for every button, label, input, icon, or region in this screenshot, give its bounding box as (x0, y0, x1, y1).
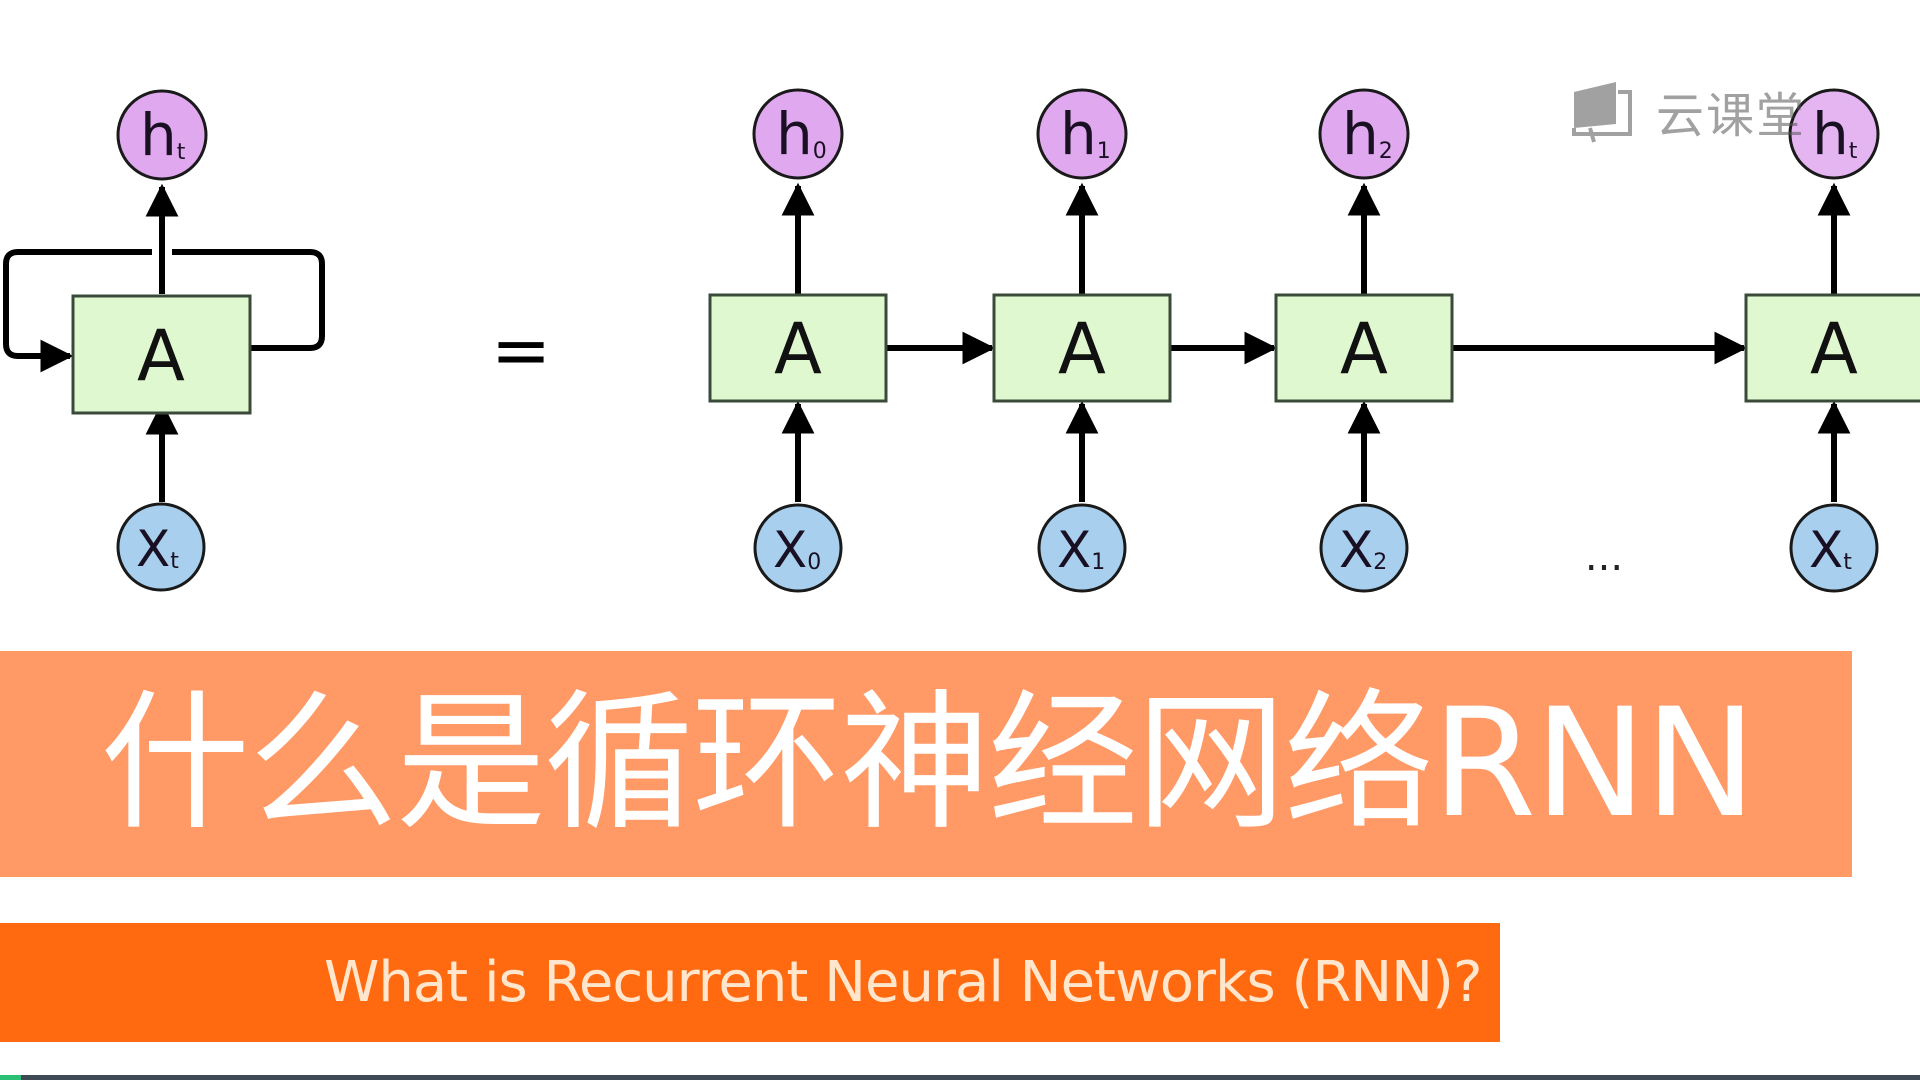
input-label: X0 (773, 521, 821, 579)
rnn-diagram: A ht Xt = Ah0X0Ah1X1Ah2X2AhtXt ... (3, 88, 1920, 593)
rnn-cell (708, 293, 888, 403)
output-label: ht (1812, 100, 1858, 168)
output-node: ht (116, 89, 208, 181)
input-label: X2 (1339, 521, 1387, 579)
output-node (1788, 88, 1880, 180)
rnn-cell (1274, 293, 1454, 403)
subtitle-text: What is Recurrent Neural Networks (RNN)? (324, 950, 1483, 1015)
recurrent-loop (3, 249, 325, 356)
input-node (753, 503, 843, 593)
video-progress-fill (0, 1075, 22, 1080)
input-node: Xt (116, 502, 206, 592)
watermark-text: 云课堂 (1656, 88, 1807, 144)
output-label: h0 (776, 100, 827, 168)
screen-board-icon (1572, 82, 1632, 143)
watermark-logo: 云课堂 (1572, 78, 1806, 144)
cell-label: A (1810, 308, 1858, 390)
equals-sign: = (491, 308, 551, 392)
cell-label: A (137, 315, 185, 397)
subtitle-banner (0, 923, 1500, 1042)
input-label: Xt (1809, 521, 1852, 579)
input-node (1789, 503, 1879, 593)
output-label: h2 (1342, 100, 1393, 168)
title-banner (0, 651, 1852, 877)
rnn-cell (992, 293, 1172, 403)
ellipsis: ... (1585, 534, 1623, 580)
input-node (1319, 503, 1409, 593)
svg-text:Xt: Xt (136, 520, 179, 578)
output-node (752, 88, 844, 180)
cell-label: A (1058, 308, 1106, 390)
rnn-cell (71, 294, 252, 415)
output-node (1036, 88, 1128, 180)
svg-text:ht: ht (140, 101, 186, 169)
output-label: h1 (1060, 100, 1111, 168)
cell-label: A (774, 308, 822, 390)
folded-rnn: A ht Xt (3, 89, 325, 592)
cell-label: A (1340, 308, 1388, 390)
input-node (1037, 503, 1127, 593)
input-label: X1 (1057, 521, 1105, 579)
output-node (1318, 88, 1410, 180)
video-progress-bar[interactable] (0, 1075, 1920, 1080)
rnn-cell (1744, 293, 1920, 403)
title-text: 什么是循环神经网络RNN (100, 677, 1757, 851)
